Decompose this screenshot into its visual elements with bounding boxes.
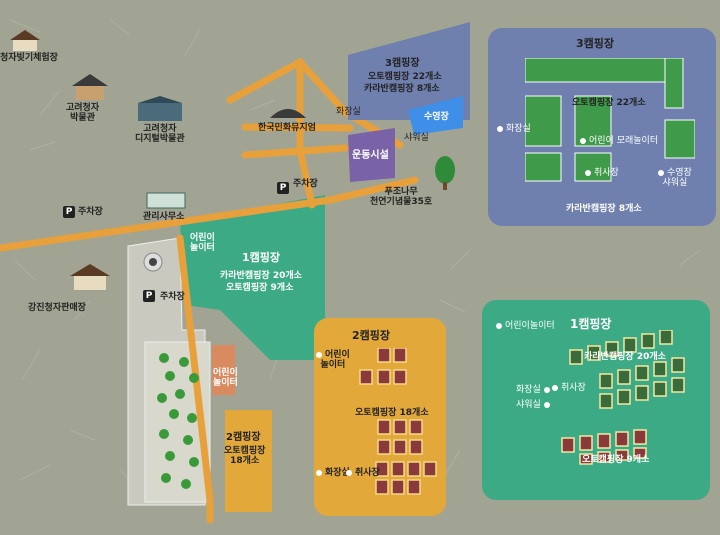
pool-area[interactable] [408, 96, 463, 135]
kiln-building-icon [10, 30, 40, 51]
toilet-top-label: 화장실 [336, 107, 361, 117]
digital-museum-icon [138, 96, 182, 121]
parking-top-label: 주차장 [293, 179, 318, 189]
parking-center-label: 주차장 [160, 292, 185, 302]
goryeo-museum-label[interactable]: 고려청자 박물관 [66, 103, 100, 124]
detail1-toilet: 화장실 [516, 385, 553, 395]
admin-office-icon [146, 192, 186, 209]
detail2-toilet: 화장실 [316, 468, 350, 478]
camp1-area[interactable] [180, 195, 325, 360]
gangjin-shop-label[interactable]: 강진청자판매장 [28, 303, 86, 313]
detail2-kids: 어린이 놀이터 [316, 350, 350, 371]
detail1-auto: 오토캠핑장 9개소 [582, 455, 650, 465]
detail2-kitchen: 취사장 [346, 468, 380, 478]
kiln-experience-label[interactable]: 청자빚기체험장 [0, 53, 58, 63]
pujo-tree-icon [435, 156, 455, 190]
camp1-detail-panel [482, 300, 710, 500]
detail1-title: 1캠핑장 [570, 317, 612, 331]
detail2-sites [359, 348, 437, 495]
korean-museum-icon [270, 109, 306, 118]
camp3-map-line2: 카라반캠핑장 8개소 [364, 84, 440, 94]
parking-icon: P [63, 206, 75, 218]
museum-building-icon [72, 74, 108, 100]
camp1-map-title[interactable]: 1캠핑장 [242, 251, 281, 264]
camp3-map-line1: 오토캠핑장 22개소 [368, 72, 442, 82]
kids-playground-2[interactable] [212, 345, 235, 395]
admin-office-label[interactable]: 관리사무소 [143, 212, 185, 222]
detail3-title: 3캠핑장 [576, 37, 615, 50]
parking-icon: P [277, 182, 289, 194]
camp1-kids-label[interactable]: 어린이 놀이터 [190, 233, 215, 254]
digital-museum-label[interactable]: 고려청자 디지털박물관 [135, 124, 185, 145]
camp3-map-title[interactable]: 3캠핑장 [385, 58, 420, 69]
detail1-kitchen: 취사장 [552, 383, 586, 393]
main-road [0, 176, 419, 252]
detail1-sites [561, 330, 685, 465]
camp1-map-line1: 카라반캠핑장 20개소 [220, 271, 302, 281]
camp2-area-map[interactable] [225, 410, 272, 512]
camp1-map-line2: 오토캠핑장 9개소 [226, 283, 294, 293]
detail1-shower: 샤워실 [516, 400, 553, 410]
parking-left-label: 주차장 [78, 207, 103, 217]
detail2-auto: 오토캠핑장 18개소 [355, 408, 429, 418]
pool-label[interactable]: 수영장 [424, 112, 449, 122]
camp2-kids-label[interactable]: 어린이 놀이터 [213, 368, 238, 389]
park-trees-icon [157, 353, 199, 489]
detail3-caravan: 카라반캠핑장 8개소 [566, 204, 642, 214]
detail3-toilet: 화장실 [497, 124, 531, 134]
shower-top-label: 샤워실 [404, 133, 429, 143]
sports-label[interactable]: 운동시설 [352, 150, 389, 161]
korean-museum-label[interactable]: 한국민화뮤지엄 [258, 123, 316, 133]
detail1-caravan: 카라반캠핑장 20개소 [584, 352, 666, 362]
roads [0, 57, 419, 524]
detail3-auto: 오토캠핑장 22개소 [572, 98, 646, 108]
detail3-kids: 어린이 모래놀이터 [580, 136, 658, 146]
parking-icon: P [143, 290, 155, 302]
detail1-kids: 어린이놀이터 [496, 321, 555, 331]
detail3-pool-shower: 수영장 샤워실 [658, 168, 692, 189]
camp2-map-line1: 오토캠핑장 18개소 [224, 446, 266, 467]
sports-facility[interactable] [348, 128, 395, 182]
shop-building-icon [70, 264, 110, 290]
camp3-area[interactable] [348, 22, 470, 120]
detail3-kitchen: 취사장 [585, 168, 619, 178]
tree-note-label: 푸조나무 천연기념물35호 [370, 187, 433, 208]
camp2-map-title[interactable]: 2캠핑장 [226, 432, 261, 443]
detail2-title: 2캠핑장 [352, 329, 391, 342]
